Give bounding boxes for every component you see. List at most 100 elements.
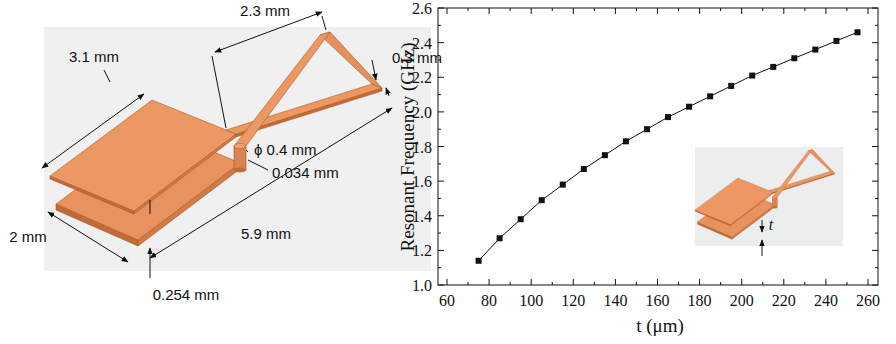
- axis-tick: [438, 215, 444, 216]
- axis-tick: [531, 279, 532, 285]
- axis-tick: [489, 8, 490, 14]
- axis-tick: [872, 146, 878, 147]
- x-tick-label: 120: [561, 292, 585, 310]
- dimension-label: 3.1 mm: [69, 49, 119, 66]
- axis-tick: [438, 129, 441, 130]
- x-tick-label: 180: [688, 292, 712, 310]
- axis-tick: [875, 267, 878, 268]
- data-point: [749, 73, 755, 79]
- x-tick-label: 100: [519, 292, 543, 310]
- axis-tick: [636, 8, 637, 11]
- axis-tick: [875, 94, 878, 95]
- data-point: [770, 64, 776, 70]
- dimension-label: 5.9 mm: [241, 226, 291, 243]
- axis-tick: [657, 279, 658, 285]
- axis-tick: [783, 8, 784, 14]
- axis-tick: [804, 282, 805, 285]
- axis-tick: [872, 285, 878, 286]
- dimension-label: 0.034 mm: [272, 165, 339, 182]
- data-point: [518, 216, 524, 222]
- x-tick-label: 240: [814, 292, 838, 310]
- axis-tick: [438, 285, 444, 286]
- axis-tick: [872, 42, 878, 43]
- axis-tick: [510, 282, 511, 285]
- dimension-label: 2 mm: [9, 229, 47, 246]
- axis-tick: [657, 8, 658, 14]
- axis-tick: [438, 250, 444, 251]
- y-tick-label: 2.6: [412, 0, 432, 18]
- axis-tick: [438, 267, 441, 268]
- axis-tick: [438, 77, 444, 78]
- y-tick-label: 1.0: [412, 277, 432, 295]
- axis-tick: [438, 8, 444, 9]
- axis-tick: [825, 279, 826, 285]
- axis-tick: [489, 279, 490, 285]
- axis-tick: [872, 8, 878, 9]
- axis-tick: [875, 198, 878, 199]
- data-point: [497, 235, 503, 241]
- data-point: [854, 29, 860, 35]
- data-point: [581, 166, 587, 172]
- dimension-label: 2.3 mm: [240, 3, 290, 20]
- axis-tick: [868, 279, 869, 285]
- axis-tick: [438, 181, 444, 182]
- x-tick-label: 200: [730, 292, 754, 310]
- x-tick-label: 60: [439, 292, 455, 310]
- dimension-label: 0.254 mm: [153, 287, 220, 304]
- axis-tick: [573, 279, 574, 285]
- x-tick-label: 160: [646, 292, 670, 310]
- data-point: [644, 126, 650, 132]
- axis-tick: [636, 282, 637, 285]
- axis-tick: [875, 129, 878, 130]
- axis-tick: [741, 279, 742, 285]
- axis-tick: [872, 215, 878, 216]
- axis-tick: [875, 59, 878, 60]
- axis-tick: [594, 8, 595, 11]
- axis-tick: [868, 8, 869, 14]
- x-tick-label: 260: [856, 292, 880, 310]
- axis-tick: [875, 163, 878, 164]
- axis-tick: [438, 146, 444, 147]
- axis-tick: [438, 94, 441, 95]
- axis-tick: [594, 282, 595, 285]
- data-point: [686, 104, 692, 110]
- axis-tick: [872, 250, 878, 251]
- axis-tick: [531, 8, 532, 14]
- axis-tick: [552, 282, 553, 285]
- axis-tick: [875, 25, 878, 26]
- axis-tick: [447, 8, 448, 14]
- axis-tick: [872, 181, 878, 182]
- data-point: [602, 152, 608, 158]
- axis-tick: [552, 8, 553, 11]
- inset-symbol: t: [769, 216, 773, 234]
- axis-tick: [825, 8, 826, 14]
- axis-tick: [720, 282, 721, 285]
- axis-tick: [872, 77, 878, 78]
- data-point: [728, 83, 734, 89]
- x-tick-label: 220: [772, 292, 796, 310]
- axis-tick: [438, 42, 444, 43]
- axis-tick: [678, 282, 679, 285]
- axis-tick: [438, 198, 441, 199]
- x-tick-label: 140: [603, 292, 627, 310]
- data-point: [707, 93, 713, 99]
- axis-tick: [872, 111, 878, 112]
- data-point: [791, 55, 797, 61]
- axis-tick: [699, 279, 700, 285]
- axis-tick: [438, 233, 441, 234]
- data-point: [833, 38, 839, 44]
- axis-tick: [720, 8, 721, 11]
- data-point: [623, 138, 629, 144]
- axis-tick: [615, 8, 616, 14]
- y-axis-title: Resonant Frequency (GHz): [398, 43, 419, 252]
- axis-tick: [510, 8, 511, 11]
- axis-tick: [468, 282, 469, 285]
- axis-tick: [615, 279, 616, 285]
- axis-tick: [438, 111, 444, 112]
- axis-tick: [804, 8, 805, 11]
- axis-tick: [447, 279, 448, 285]
- data-point: [665, 114, 671, 120]
- axis-tick: [468, 8, 469, 11]
- axis-tick: [762, 282, 763, 285]
